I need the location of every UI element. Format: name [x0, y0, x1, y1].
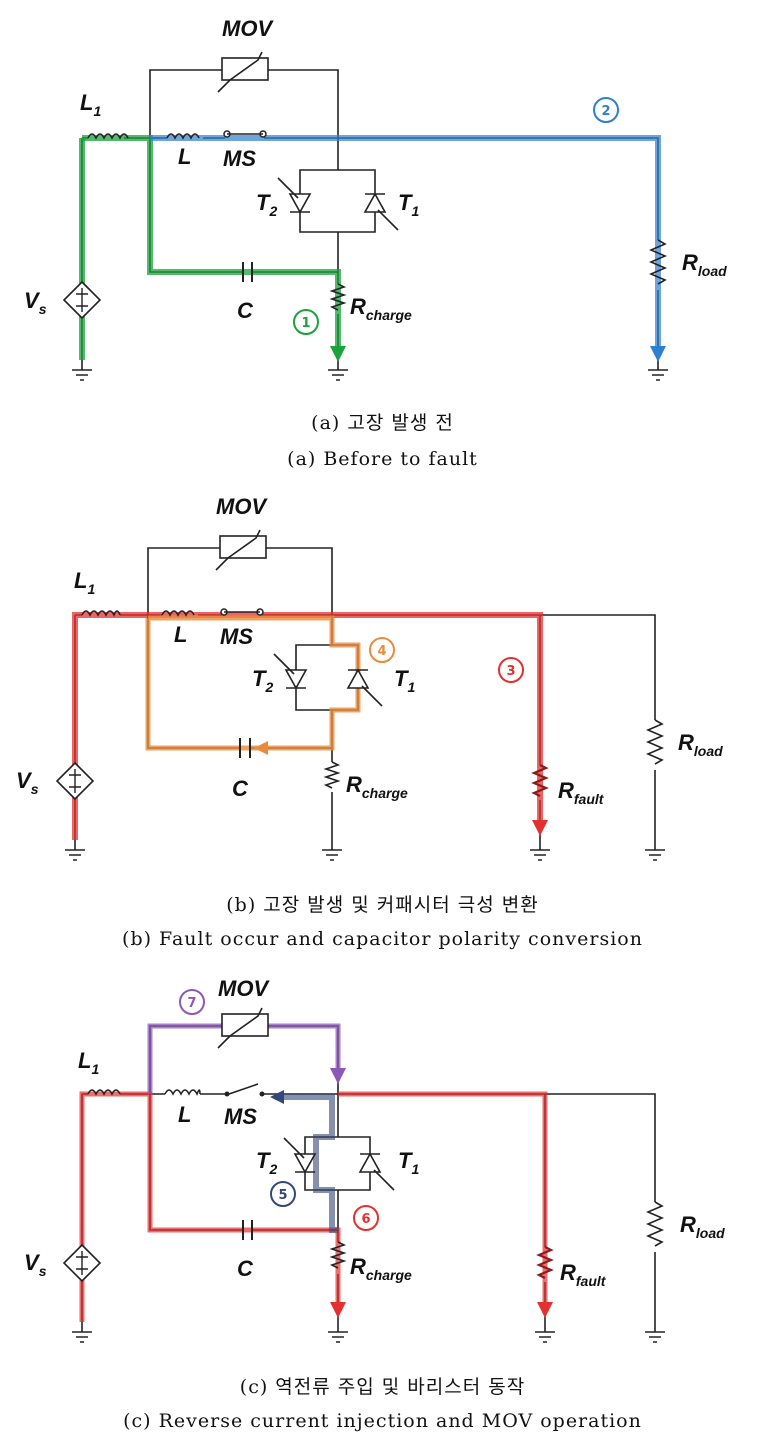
mechanical-switch-ms — [220, 608, 264, 616]
circuit-panel-c: MOV L1 L MS T2 T1 Vs C Rcharge Rfault Rl… — [24, 976, 725, 1343]
label-t1: T1 — [394, 666, 415, 695]
inductor-l — [164, 1089, 201, 1096]
base-wiring — [81, 1025, 656, 1332]
resistor-rcharge — [329, 283, 347, 311]
ground-symbols — [72, 1331, 665, 1343]
current-path-4 — [145, 615, 361, 755]
label-t2: T2 — [252, 666, 273, 695]
thyristor-t2 — [283, 1137, 317, 1174]
label-rfault: Rfault — [560, 1260, 607, 1289]
label-mov: MOV — [218, 976, 270, 1001]
inductor-l — [166, 133, 200, 140]
resistor-rload — [648, 239, 668, 285]
label-rfault: Rfault — [558, 778, 605, 807]
path-marker-1: 1 — [293, 309, 319, 335]
capacitor-c — [242, 262, 253, 282]
label-ms: MS — [220, 624, 253, 649]
label-rcharge: Rcharge — [346, 772, 408, 801]
resistor-rload — [645, 1201, 665, 1247]
path-marker-5: 5 — [270, 1181, 296, 1207]
thyristor-t1 — [346, 668, 383, 707]
label-mov: MOV — [222, 16, 274, 41]
mechanical-switch-ms-open — [224, 1091, 265, 1097]
ground-symbols — [65, 849, 665, 861]
caption-c-korean: (c) 역전류 주입 및 바리스터 동작 — [239, 1376, 526, 1398]
mov-varistor — [217, 51, 269, 93]
current-path-6 — [79, 1091, 553, 1322]
caption-b-korean: (b) 고장 발생 및 커패시터 극성 변환 — [226, 894, 539, 916]
voltage-source-vs — [55, 761, 95, 801]
mov-varistor — [217, 1007, 269, 1049]
circuit-panel-b: MOV L1 L MS T2 T1 Vs C Rcharge Rfault Rl… — [16, 494, 723, 861]
mechanical-switch-ms — [223, 130, 267, 138]
capacitor-c — [242, 1220, 253, 1240]
path-marker-2: 2 — [593, 97, 619, 123]
label-vs: Vs — [16, 768, 39, 797]
svg-text:3: 3 — [506, 664, 515, 679]
label-ms: MS — [223, 146, 256, 171]
ground-symbols — [72, 369, 668, 381]
current-path-2 — [150, 135, 666, 362]
label-l1: L1 — [74, 568, 95, 597]
thyristor-t2 — [273, 653, 308, 690]
inductor-l1 — [87, 133, 129, 140]
inductor-l1 — [81, 610, 121, 617]
svg-text:5: 5 — [278, 1188, 287, 1203]
path-marker-7: 7 — [179, 989, 205, 1015]
resistor-rcharge — [323, 761, 341, 789]
base-wiring — [81, 69, 659, 370]
label-t2: T2 — [256, 190, 277, 219]
svg-text:6: 6 — [361, 1212, 370, 1227]
label-c: C — [237, 1256, 254, 1281]
resistor-rfault — [531, 764, 549, 797]
inductor-l1 — [87, 1089, 121, 1096]
thyristor-t2 — [277, 177, 312, 214]
label-ms: MS — [224, 1104, 257, 1129]
label-l1: L1 — [80, 90, 101, 119]
svg-text:1: 1 — [301, 316, 310, 331]
caption-b-english: (b) Fault occur and capacitor polarity c… — [122, 928, 643, 950]
label-rcharge: Rcharge — [350, 1254, 412, 1283]
circuit-panel-a: MOV L1 L MS T2 T1 Vs C Rcharge Rload 1 2 — [24, 16, 727, 381]
label-rcharge: Rcharge — [350, 294, 412, 323]
svg-text:7: 7 — [187, 996, 196, 1011]
path-marker-3: 3 — [498, 657, 524, 683]
label-t1: T1 — [398, 1148, 419, 1177]
resistor-rload — [645, 719, 665, 765]
label-l1: L1 — [78, 1048, 99, 1077]
resistor-rfault — [536, 1246, 554, 1279]
current-path-5 — [270, 1090, 338, 1233]
inductor-l — [161, 610, 195, 617]
capacitor-c — [239, 738, 251, 758]
current-path-3 — [72, 612, 548, 840]
resistor-rcharge — [329, 1241, 347, 1269]
label-rload: Rload — [680, 1212, 725, 1241]
label-rload: Rload — [682, 250, 727, 279]
label-vs: Vs — [24, 1250, 47, 1279]
path-marker-4: 4 — [369, 637, 395, 663]
caption-a-english: (a) Before to fault — [287, 448, 478, 470]
label-l: L — [178, 144, 191, 169]
label-rload: Rload — [678, 730, 723, 759]
base-wiring — [74, 547, 656, 850]
label-t1: T1 — [398, 190, 419, 219]
label-vs: Vs — [24, 288, 47, 317]
caption-a-korean: (a) 고장 발생 전 — [311, 412, 454, 434]
voltage-source-vs — [62, 280, 102, 320]
label-c: C — [232, 776, 249, 801]
label-c: C — [237, 298, 254, 323]
label-t2: T2 — [256, 1148, 277, 1177]
thyristor-t1 — [363, 192, 399, 231]
path-marker-6: 6 — [353, 1205, 379, 1231]
thyristor-t1 — [358, 1152, 395, 1191]
svg-text:4: 4 — [377, 644, 386, 659]
label-mov: MOV — [216, 494, 268, 519]
label-l: L — [174, 622, 187, 647]
voltage-source-vs — [62, 1243, 102, 1283]
label-l: L — [178, 1102, 191, 1127]
caption-c-english: (c) Reverse current injection and MOV op… — [123, 1410, 642, 1432]
mov-varistor — [215, 529, 267, 571]
svg-text:2: 2 — [601, 104, 610, 119]
